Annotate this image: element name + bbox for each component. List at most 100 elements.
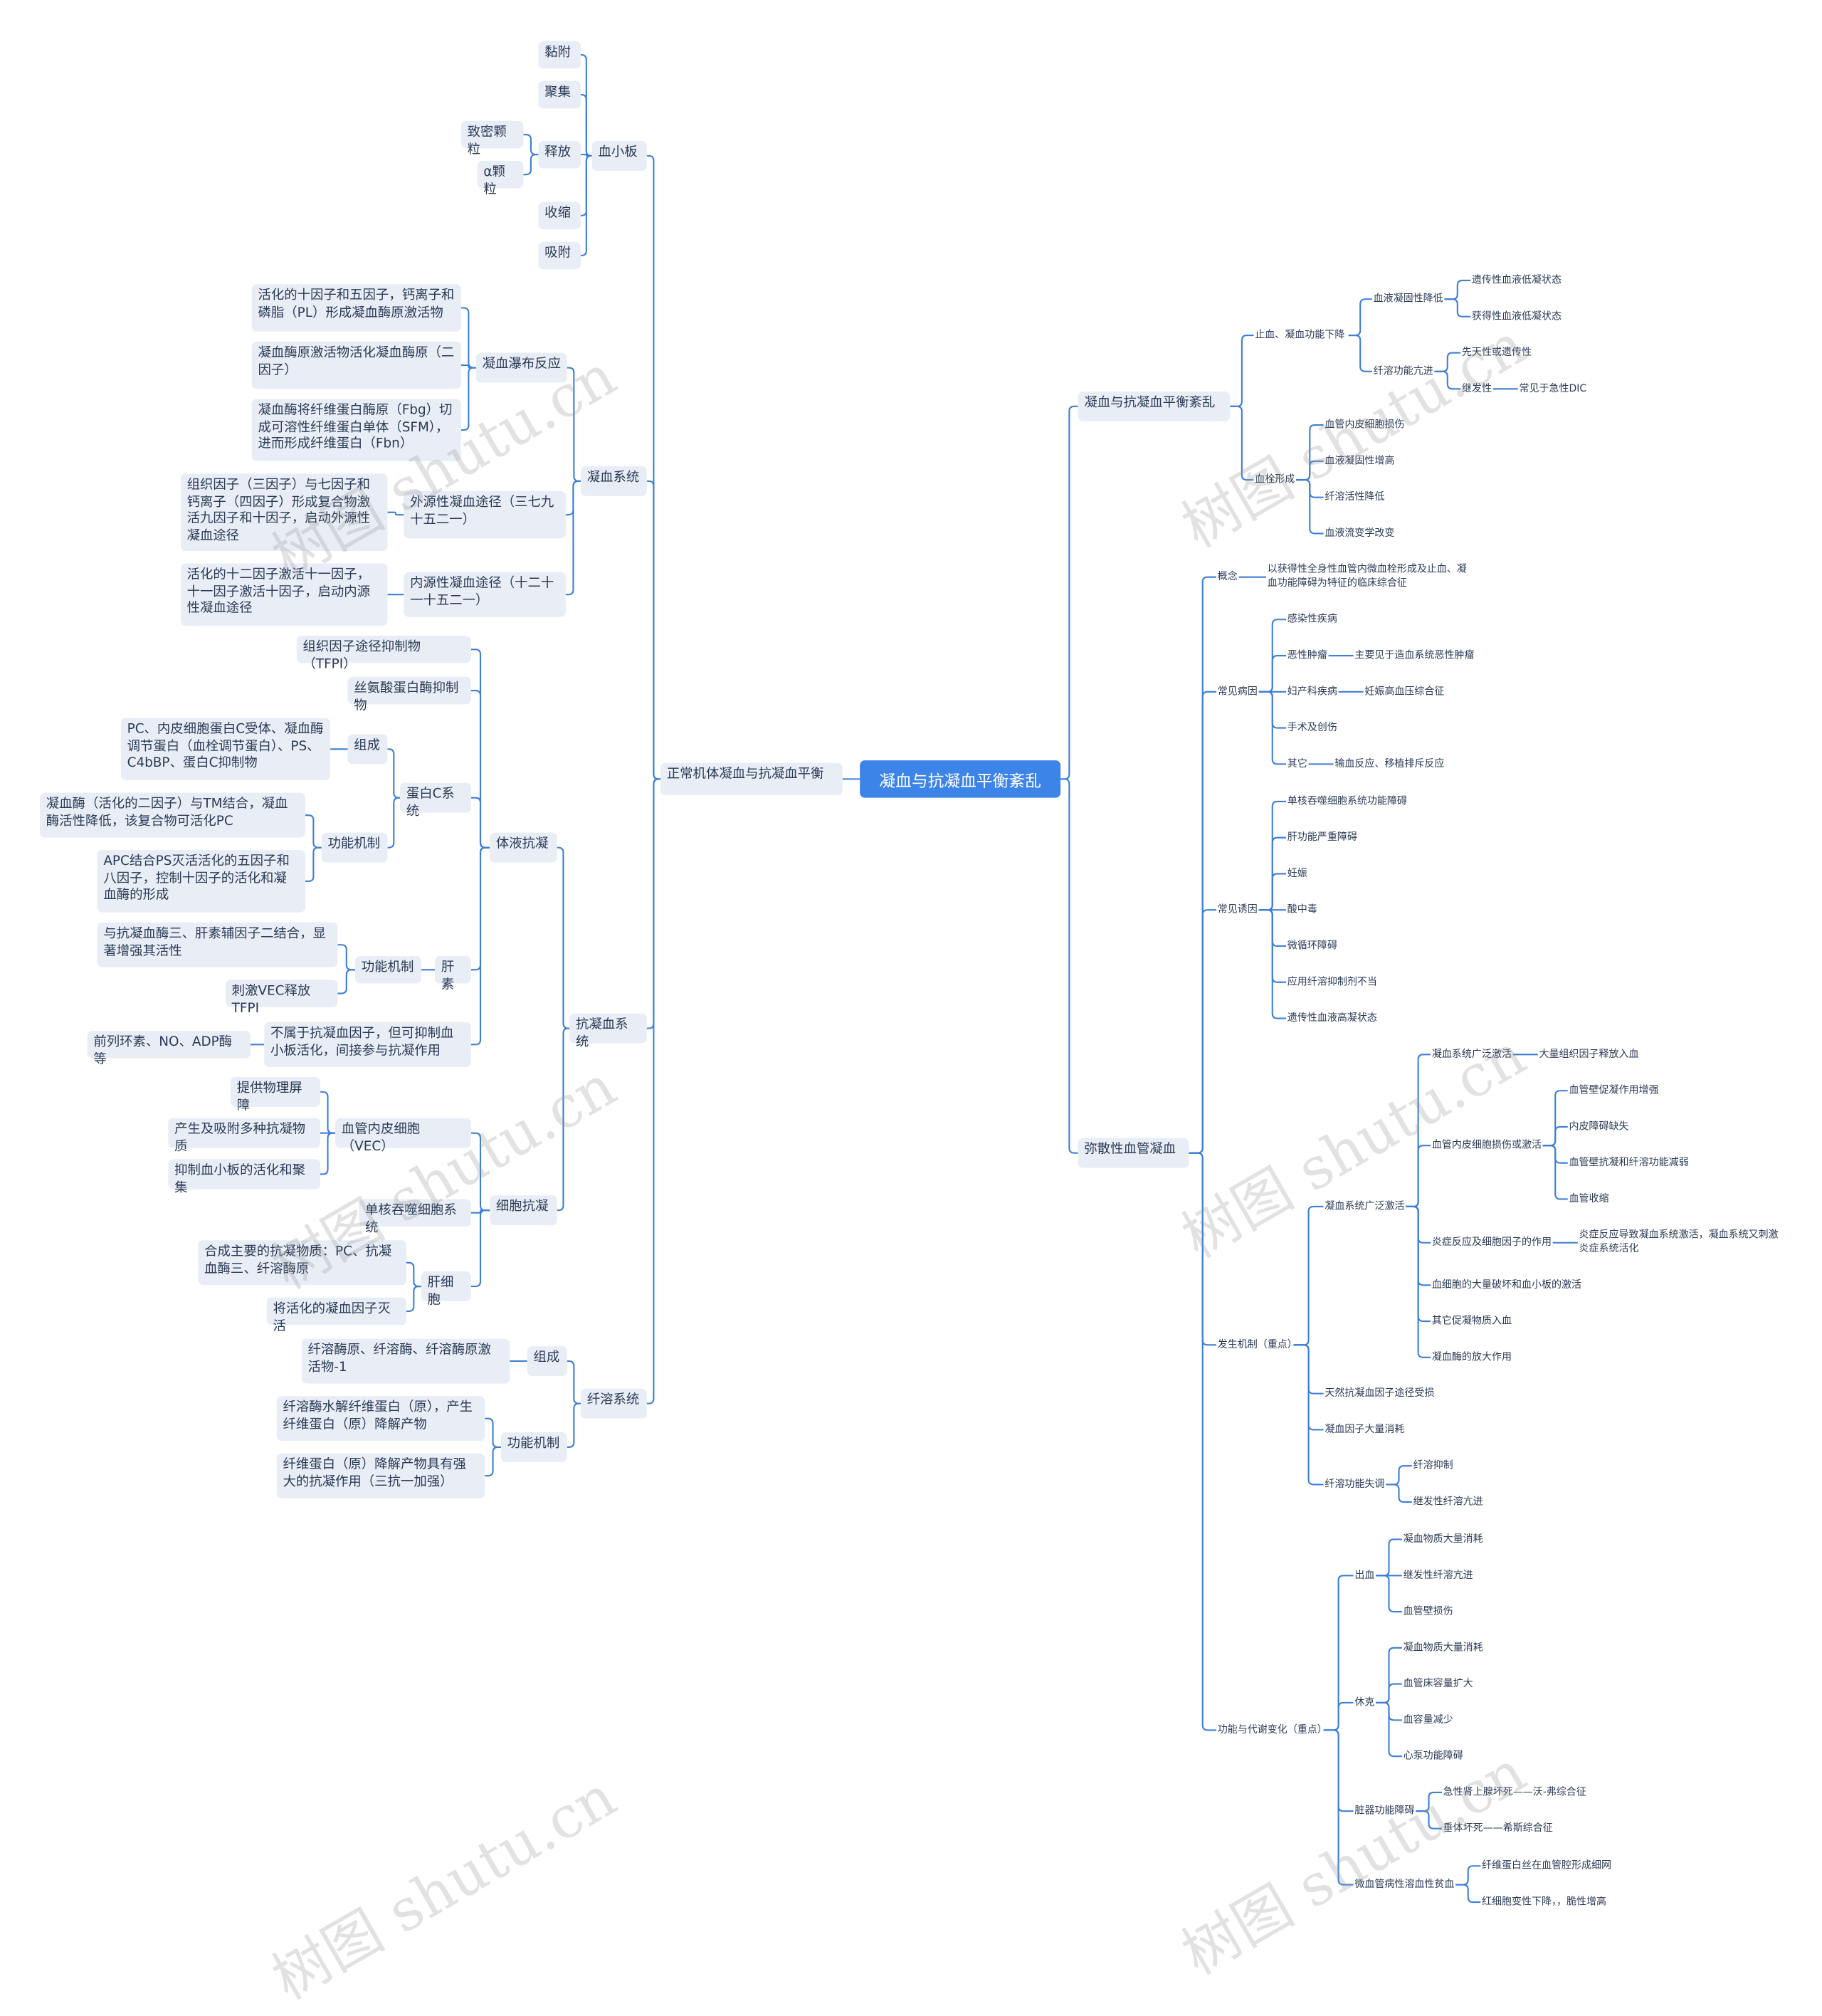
node-an2c[interactable]: 肝细胞: [421, 1271, 471, 1307]
node-d5a3[interactable]: 血管壁损伤: [1403, 1605, 1453, 1617]
node-d3e[interactable]: 微循环障碍: [1287, 940, 1337, 952]
node-r1b3[interactable]: 纤溶活性降低: [1325, 490, 1385, 503]
node-d2e1[interactable]: 输血反应、移植排斥反应: [1334, 757, 1445, 770]
node-d4b[interactable]: 天然抗凝血因子途径受损: [1325, 1387, 1435, 1399]
node-d3g[interactable]: 遗传性血液高凝状态: [1287, 1012, 1377, 1024]
node-d2b[interactable]: 恶性肿瘤: [1287, 649, 1327, 661]
node-r1b[interactable]: 血栓形成: [1255, 473, 1295, 485]
node-fi2a[interactable]: 纤溶酶水解纤维蛋白（原），产生纤维蛋白（原）降解产物: [276, 1396, 485, 1442]
node-r1a1[interactable]: 血液凝固性降低: [1373, 293, 1443, 305]
node-d3c[interactable]: 妊娠: [1287, 867, 1307, 879]
node-d4[interactable]: 发生机制（重点）: [1217, 1338, 1297, 1350]
node-d4d2[interactable]: 继发性纤溶亢进: [1413, 1496, 1483, 1507]
node-d4a3[interactable]: 炎症反应及细胞因子的作用: [1431, 1236, 1552, 1248]
node-d4d1[interactable]: 纤溶抑制: [1413, 1459, 1453, 1471]
node-d5b2[interactable]: 血管床容量扩大: [1403, 1677, 1473, 1689]
node-an1d1a[interactable]: 与抗凝血酶三、肝素辅因子二结合，显著增强其活性: [97, 922, 338, 967]
node-root[interactable]: 凝血与抗凝血平衡紊乱: [860, 760, 1061, 798]
node-fi[interactable]: 纤溶系统: [580, 1388, 647, 1419]
node-r1a2b1[interactable]: 常见于急性DIC: [1519, 382, 1587, 394]
node-an2b[interactable]: 单核吞噬细胞系统: [359, 1199, 471, 1234]
node-R2[interactable]: 弥散性血管凝血: [1078, 1138, 1189, 1168]
node-pl2[interactable]: 聚集: [538, 80, 581, 109]
node-an2c1[interactable]: 合成主要的抗凝物质：PC、抗凝血酶三、纤溶酶原: [198, 1240, 406, 1286]
node-d4c[interactable]: 凝血因子大量消耗: [1325, 1423, 1405, 1435]
node-an2a1[interactable]: 提供物理屏障: [230, 1076, 321, 1113]
node-d4a2[interactable]: 血管内皮细胞损伤或激活: [1431, 1139, 1542, 1151]
node-d4a[interactable]: 凝血系统广泛激活: [1325, 1200, 1405, 1212]
node-d4a4[interactable]: 血细胞的大量破坏和血小板的激活: [1431, 1279, 1582, 1291]
node-r1b1[interactable]: 血管内皮细胞损伤: [1325, 419, 1405, 431]
node-d5c2[interactable]: 垂体坏死——希斯综合征: [1443, 1822, 1553, 1834]
node-d4a1[interactable]: 凝血系统广泛激活: [1431, 1048, 1512, 1060]
node-an2a[interactable]: 血管内皮细胞（VEC）: [335, 1118, 471, 1154]
node-r1b2[interactable]: 血液凝固性增高: [1325, 455, 1395, 466]
node-d3d[interactable]: 酸中毒: [1287, 903, 1317, 915]
node-an1c2[interactable]: 功能机制: [321, 832, 388, 863]
node-an1d1[interactable]: 功能机制: [355, 956, 421, 984]
node-d5c[interactable]: 脏器功能障碍: [1354, 1805, 1415, 1817]
node-pl3b[interactable]: α颗粒: [477, 160, 524, 196]
node-d2c1[interactable]: 妊娠高血压综合征: [1364, 686, 1445, 697]
node-co1a[interactable]: 活化的十因子和五因子，钙离子和磷脂（PL）形成凝血酶原激活物: [251, 284, 461, 332]
node-d2a[interactable]: 感染性疾病: [1287, 613, 1337, 625]
node-an2a2[interactable]: 产生及吸附多种抗凝物质: [168, 1118, 321, 1154]
node-an1a[interactable]: 组织因子途径抑制物（TFPI）: [296, 636, 471, 671]
node-pl1[interactable]: 黏附: [538, 41, 581, 69]
node-d4a5[interactable]: 其它促凝物质入血: [1431, 1315, 1512, 1327]
node-co1b[interactable]: 凝血酶原激活物活化凝血酶原（二因子）: [251, 341, 461, 389]
node-fi1a[interactable]: 纤溶酶原、纤溶酶、纤溶酶原激活物-1: [301, 1338, 510, 1384]
node-d5b4[interactable]: 心泵功能障碍: [1403, 1750, 1463, 1762]
node-r1a[interactable]: 止血、凝血功能下降: [1255, 329, 1345, 341]
node-d2[interactable]: 常见病因: [1217, 686, 1258, 697]
node-co2a[interactable]: 组织因子（三因子）与七因子和钙离子（四因子）形成复合物激活九因子和十因子，启动外…: [180, 473, 388, 551]
node-L[interactable]: 正常机体凝血与抗凝血平衡: [660, 762, 843, 796]
node-fi1[interactable]: 组成: [527, 1346, 567, 1377]
node-d3f[interactable]: 应用纤溶抑制剂不当: [1287, 976, 1377, 987]
node-d1[interactable]: 概念: [1217, 570, 1238, 582]
node-an1c1[interactable]: 组成: [347, 734, 388, 765]
node-d5b3[interactable]: 血容量减少: [1403, 1713, 1453, 1726]
node-d5d1[interactable]: 纤维蛋白丝在血管腔形成细网: [1481, 1859, 1612, 1871]
node-d3a[interactable]: 单核吞噬细胞系统功能障碍: [1287, 795, 1407, 807]
node-d2b1[interactable]: 主要见于造血系统恶性肿瘤: [1354, 649, 1475, 661]
node-an1c[interactable]: 蛋白C系统: [400, 782, 471, 819]
node-fi2[interactable]: 功能机制: [500, 1432, 567, 1462]
node-an1e[interactable]: 不属于抗凝血因子，但可抑制血小板活化，间接参与抗凝作用: [264, 1022, 471, 1067]
node-pl5[interactable]: 吸附: [538, 241, 581, 270]
node-r1b4[interactable]: 血液流变学改变: [1325, 527, 1395, 539]
node-co3a[interactable]: 活化的十二因子激活十一因子，十一因子激活十因子，启动内源性凝血途径: [180, 563, 388, 626]
node-d5a2[interactable]: 继发性纤溶亢进: [1403, 1569, 1473, 1581]
node-R1[interactable]: 凝血与抗凝血平衡紊乱: [1078, 391, 1231, 421]
node-d5d[interactable]: 微血管病性溶血性贫血: [1354, 1878, 1455, 1890]
node-an1d1b[interactable]: 刺激VEC释放TFPI: [225, 980, 338, 1015]
node-d4a2d[interactable]: 血管收缩: [1569, 1192, 1609, 1204]
node-d5b[interactable]: 休克: [1354, 1696, 1375, 1708]
node-r1a2[interactable]: 纤溶功能亢进: [1373, 365, 1433, 377]
node-an1c1a[interactable]: PC、内皮细胞蛋白C受体、凝血酶调节蛋白（血栓调节蛋白）、PS、C4bBP、蛋白…: [120, 718, 331, 781]
node-fi2b[interactable]: 纤维蛋白（原）降解产物具有强大的抗凝作用（三抗一加强）: [276, 1453, 485, 1498]
node-r1a2a[interactable]: 先天性或遗传性: [1461, 346, 1532, 358]
node-r1a1b[interactable]: 获得性血液低凝状态: [1471, 310, 1562, 322]
node-co2[interactable]: 外源性凝血途径（三七九十五二一）: [404, 490, 566, 539]
node-d5c1[interactable]: 急性肾上腺坏死——沃-弗综合征: [1443, 1786, 1586, 1797]
node-an1c2a[interactable]: 凝血酶（活化的二因子）与TM结合，凝血酶活性降低，该复合物可活化PC: [40, 792, 305, 838]
node-d3[interactable]: 常见诱因: [1217, 903, 1258, 915]
node-an[interactable]: 抗凝血系统: [569, 1013, 647, 1049]
node-d2e[interactable]: 其它: [1287, 757, 1307, 770]
node-d5a1[interactable]: 凝血物质大量消耗: [1403, 1533, 1483, 1545]
node-pl4[interactable]: 收缩: [538, 201, 581, 230]
node-pl3a[interactable]: 致密颗粒: [460, 120, 524, 157]
node-r1a1a[interactable]: 遗传性血液低凝状态: [1471, 274, 1562, 285]
node-r1a2b[interactable]: 继发性: [1461, 382, 1492, 394]
node-d5d2[interactable]: 红细胞变性下降，，脆性增高: [1481, 1896, 1607, 1908]
node-pl[interactable]: 血小板: [591, 140, 647, 171]
node-an1c2b[interactable]: APC结合PS灭活活化的五因子和八因子，控制十因子的活化和凝血酶的形成: [97, 850, 305, 913]
node-co3[interactable]: 内源性凝血途径（十二十一十五二一）: [404, 572, 566, 617]
node-d5a[interactable]: 出血: [1354, 1569, 1375, 1581]
node-d2c[interactable]: 妇产科疾病: [1287, 686, 1337, 697]
node-d3b[interactable]: 肝功能严重障碍: [1287, 831, 1357, 843]
node-an1b[interactable]: 丝氨酸蛋白酶抑制物: [347, 676, 471, 713]
node-d4a2c[interactable]: 血管壁抗凝和纤溶功能减弱: [1569, 1156, 1689, 1168]
node-d2d[interactable]: 手术及创伤: [1287, 721, 1337, 733]
